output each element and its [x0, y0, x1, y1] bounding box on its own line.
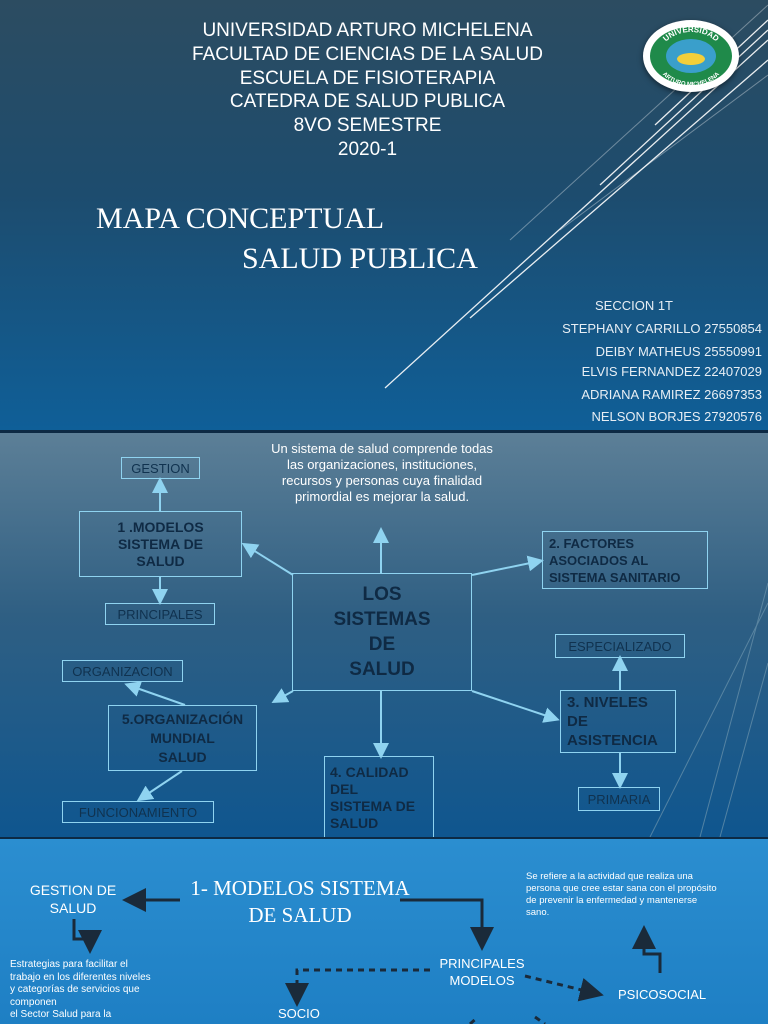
chair-name: CATEDRA DE SALUD PUBLICA: [229, 91, 506, 112]
title-slide: UNIVERSIDAD ARTURO MICHELENA FACULTAD DE…: [0, 0, 768, 430]
funcionamiento-tag: FUNCIONAMIENTO: [62, 801, 214, 823]
period: 2020-1: [337, 139, 398, 160]
author-3: ELVIS FERNANDEZ 22407029: [581, 364, 762, 379]
slide-title-line2: SALUD PUBLICA: [242, 242, 478, 275]
psicosocial-label: PSICOSOCIAL: [618, 987, 707, 1002]
especializado-tag: ESPECIALIZADO: [555, 634, 685, 658]
faculty-name: FACULTAD DE CIENCIAS DE LA SALUD: [192, 44, 543, 65]
socio-label: SOCIO: [278, 1006, 320, 1021]
organizacion-tag: ORGANIZACION: [62, 660, 183, 682]
section-label: SECCION 1T: [594, 298, 673, 313]
health-system-definition: Un sistema de salud comprende todas las …: [271, 441, 493, 504]
university-logo: UNIVERSIDAD ARTURO MICHELENA: [643, 20, 739, 92]
author-2: DEIBY MATHEUS 25550991: [595, 344, 762, 359]
principales-tag: PRINCIPALES: [105, 603, 215, 625]
author-5: NELSON BORJES 27920576: [591, 409, 762, 424]
modelos-connectors: [72, 888, 662, 1024]
concept-map-slide: Un sistema de salud comprende todas las …: [0, 433, 768, 837]
slide-title-line1: MAPA CONCEPTUAL: [96, 202, 385, 235]
author-1: STEPHANY CARRILLO 27550854: [562, 321, 762, 336]
gestion-tag: GESTION: [121, 457, 200, 479]
school-name: ESCUELA DE FISIOTERAPIA: [239, 68, 496, 89]
refiere-text: Se refiere a la actividad que realiza un…: [526, 871, 717, 918]
decorative-lines: [384, 4, 768, 389]
author-4: ADRIANA RAMIREZ 26697353: [581, 387, 762, 402]
semester: 8VO SEMESTRE: [293, 115, 442, 136]
concept-connectors: [124, 477, 768, 837]
primaria-tag: PRIMARIA: [578, 787, 660, 811]
university-name: UNIVERSIDAD ARTURO MICHELENA: [202, 20, 533, 41]
